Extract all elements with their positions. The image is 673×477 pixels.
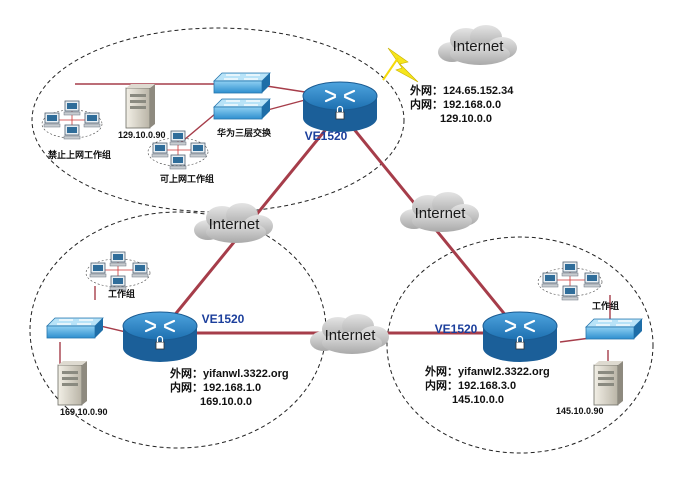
top-allowed-group-label: 可上网工作组 xyxy=(160,173,214,184)
cloud-bottom-label: Internet xyxy=(325,327,377,344)
right-router-label: VE1520 xyxy=(435,322,478,336)
right-site-boundary xyxy=(386,236,654,454)
top-lan-address: 内网：192.168.0.0 xyxy=(410,97,501,111)
left-server-ip: 169.10.0.90 xyxy=(60,407,108,417)
left-router-icon xyxy=(121,310,199,364)
top-switch-1-icon xyxy=(213,72,271,94)
top-blocked-workgroup xyxy=(41,100,103,140)
top-server-ip: 129.10.0.90 xyxy=(118,130,166,140)
left-lan-address: 内网：192.168.1.0 xyxy=(170,380,261,394)
left-switch-icon xyxy=(46,317,104,339)
right-wan-address: 外网：yifanwl2.3322.org xyxy=(424,364,550,378)
top-allowed-workgroup xyxy=(147,130,209,170)
left-group-label: 工作组 xyxy=(108,288,135,299)
top-server-icon xyxy=(125,83,156,129)
cloud-right-label: Internet xyxy=(415,205,467,222)
top-lan-subnet: 129.10.0.0 xyxy=(440,113,492,125)
left-server-icon xyxy=(57,360,88,406)
top-switch-label: 华为三层交换 xyxy=(217,127,272,138)
right-server-icon xyxy=(593,360,624,406)
wireless-link-icon xyxy=(382,47,419,83)
right-workgroup xyxy=(537,261,603,301)
right-switch-icon xyxy=(585,318,643,340)
left-router-label: VE1520 xyxy=(202,312,245,326)
top-switch-2-icon xyxy=(213,98,271,120)
top-router-label: VE1520 xyxy=(305,129,348,143)
right-lan-address: 内网：192.168.3.0 xyxy=(425,378,516,392)
right-group-label: 工作组 xyxy=(592,300,619,311)
left-workgroup xyxy=(85,251,151,291)
top-blocked-group-label: 禁止上网工作组 xyxy=(48,149,111,160)
right-server-ip: 145.10.0.90 xyxy=(556,406,604,416)
top-wan-address: 外网：124.65.152.34 xyxy=(409,83,514,97)
cloud-top-label: Internet xyxy=(453,38,505,55)
right-lan-subnet: 145.10.0.0 xyxy=(452,394,504,406)
left-wan-address: 外网：yifanwl.3322.org xyxy=(169,366,289,380)
right-router-icon xyxy=(481,310,559,364)
cloud-left-label: Internet xyxy=(209,216,261,233)
top-router-icon xyxy=(301,80,379,134)
left-lan-subnet: 169.10.0.0 xyxy=(200,396,252,408)
